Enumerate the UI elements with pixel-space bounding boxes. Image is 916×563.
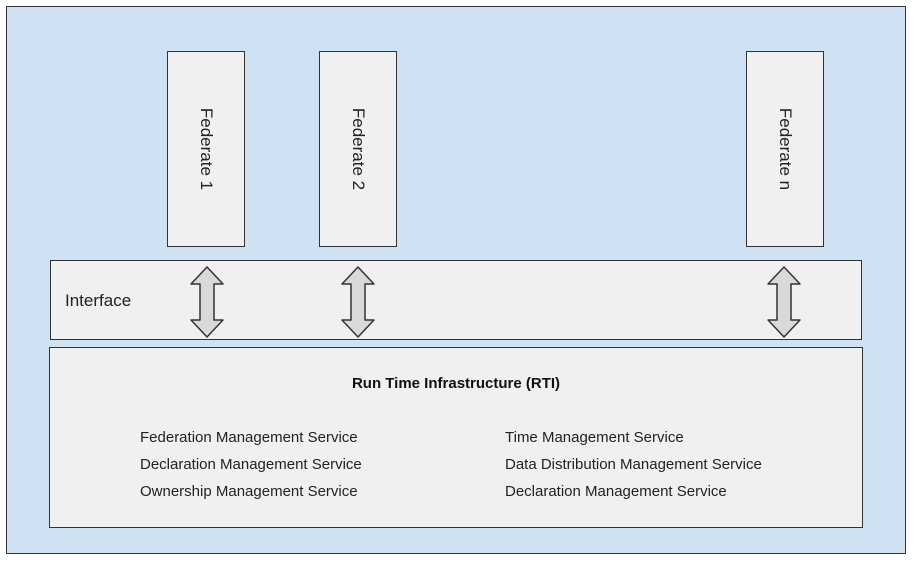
double-arrow-icon-1 xyxy=(190,266,224,338)
federate-n-label: Federate n xyxy=(776,107,795,191)
double-arrow-icon-2 xyxy=(341,266,375,338)
interface-label: Interface xyxy=(65,291,132,310)
service-item: Declaration Management Service xyxy=(505,483,727,500)
federate-n-box: Federate n xyxy=(746,51,824,247)
federate-1-box: Federate 1 xyxy=(167,51,245,247)
rti-title: Run Time Infrastructure (RTI) xyxy=(351,375,561,392)
service-item: Declaration Management Service xyxy=(140,456,362,473)
services-left-column: Federation Management Service Declaratio… xyxy=(140,427,362,508)
service-item: Time Management Service xyxy=(505,429,684,446)
service-item: Federation Management Service xyxy=(140,429,358,446)
service-item: Ownership Management Service xyxy=(140,483,358,500)
service-item: Data Distribution Management Service xyxy=(505,456,762,473)
services-right-column: Time Management Service Data Distributio… xyxy=(505,427,762,508)
double-arrow-icon-n xyxy=(767,266,801,338)
federate-2-label: Federate 2 xyxy=(349,107,368,191)
federate-1-label: Federate 1 xyxy=(197,107,216,191)
rti-box: Run Time Infrastructure (RTI) Federation… xyxy=(49,347,863,528)
diagram-frame: Federate 1 Federate 2 Federate n Interfa… xyxy=(6,6,906,554)
interface-band: Interface xyxy=(50,260,862,340)
federate-2-box: Federate 2 xyxy=(319,51,397,247)
